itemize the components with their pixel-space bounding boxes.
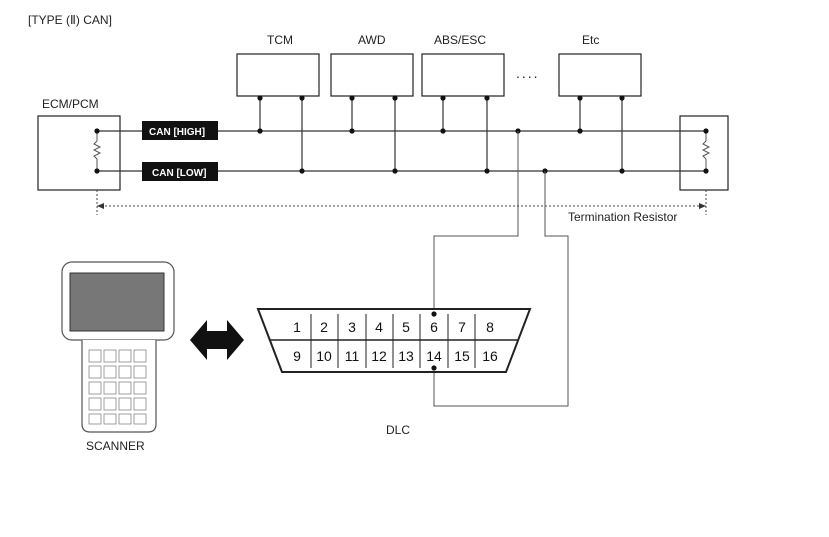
dlc-pin: 14 [426, 348, 442, 364]
dlc-pin6-dot [431, 311, 437, 317]
junction-dots [94, 95, 709, 174]
termination-box [679, 115, 729, 191]
dlc-pin: 7 [458, 319, 466, 335]
diagram-title: [TYPE (Ⅱ) CAN] [28, 13, 112, 27]
ecm-pcm-box [37, 115, 121, 191]
etc-module-box [558, 53, 642, 97]
dlc-pin: 8 [486, 319, 494, 335]
dlc-top-pin-row: 1 2 3 4 5 6 7 8 [293, 319, 494, 335]
dlc-pin: 5 [402, 319, 410, 335]
etc-label: Etc [582, 33, 599, 47]
dlc-pin: 11 [345, 348, 360, 364]
dlc-pin: 2 [320, 319, 328, 335]
dlc-pin: 13 [398, 348, 414, 364]
dlc-pin: 3 [348, 319, 356, 335]
dlc-pin: 16 [482, 348, 498, 364]
abs-esc-module-box [421, 53, 505, 97]
ellipsis-label: .... [516, 65, 540, 81]
awd-module-box [330, 53, 414, 97]
can-high-tag: CAN [HIGH] [142, 121, 218, 140]
scanner-label: SCANNER [86, 439, 145, 453]
abs-esc-label: ABS/ESC [434, 33, 486, 47]
termination-resistor-label: Termination Resistor [568, 210, 677, 224]
bidirectional-arrow-icon [190, 320, 244, 360]
tcm-label: TCM [267, 33, 293, 47]
dlc-bottom-pin-row: 9 10 11 12 13 14 15 16 [293, 348, 498, 364]
tcm-module-box [236, 53, 320, 97]
dlc-connector [256, 308, 532, 373]
dlc-label: DLC [386, 423, 410, 437]
dlc-pin: 1 [293, 319, 301, 335]
can-low-label: CAN [LOW] [152, 168, 206, 179]
dlc-pin: 4 [375, 319, 383, 335]
can-high-label: CAN [HIGH] [149, 127, 205, 138]
ecm-label: ECM/PCM [42, 97, 99, 111]
can-low-tag: CAN [LOW] [142, 162, 218, 181]
scanner-icon [61, 261, 175, 433]
dlc-pin: 15 [454, 348, 470, 364]
dlc-pin: 10 [316, 348, 332, 364]
dlc-pin: 12 [371, 348, 387, 364]
can-low-to-dlc-pin14-wire [433, 171, 569, 407]
dlc-pin: 9 [293, 348, 301, 364]
awd-label: AWD [358, 33, 386, 47]
can-high-to-dlc-pin6-wire [433, 131, 519, 314]
termination-dimension-line [96, 190, 707, 215]
module-drop-lines [259, 96, 623, 171]
dlc-pin14-dot [431, 365, 437, 371]
dlc-pin: 6 [430, 319, 438, 335]
